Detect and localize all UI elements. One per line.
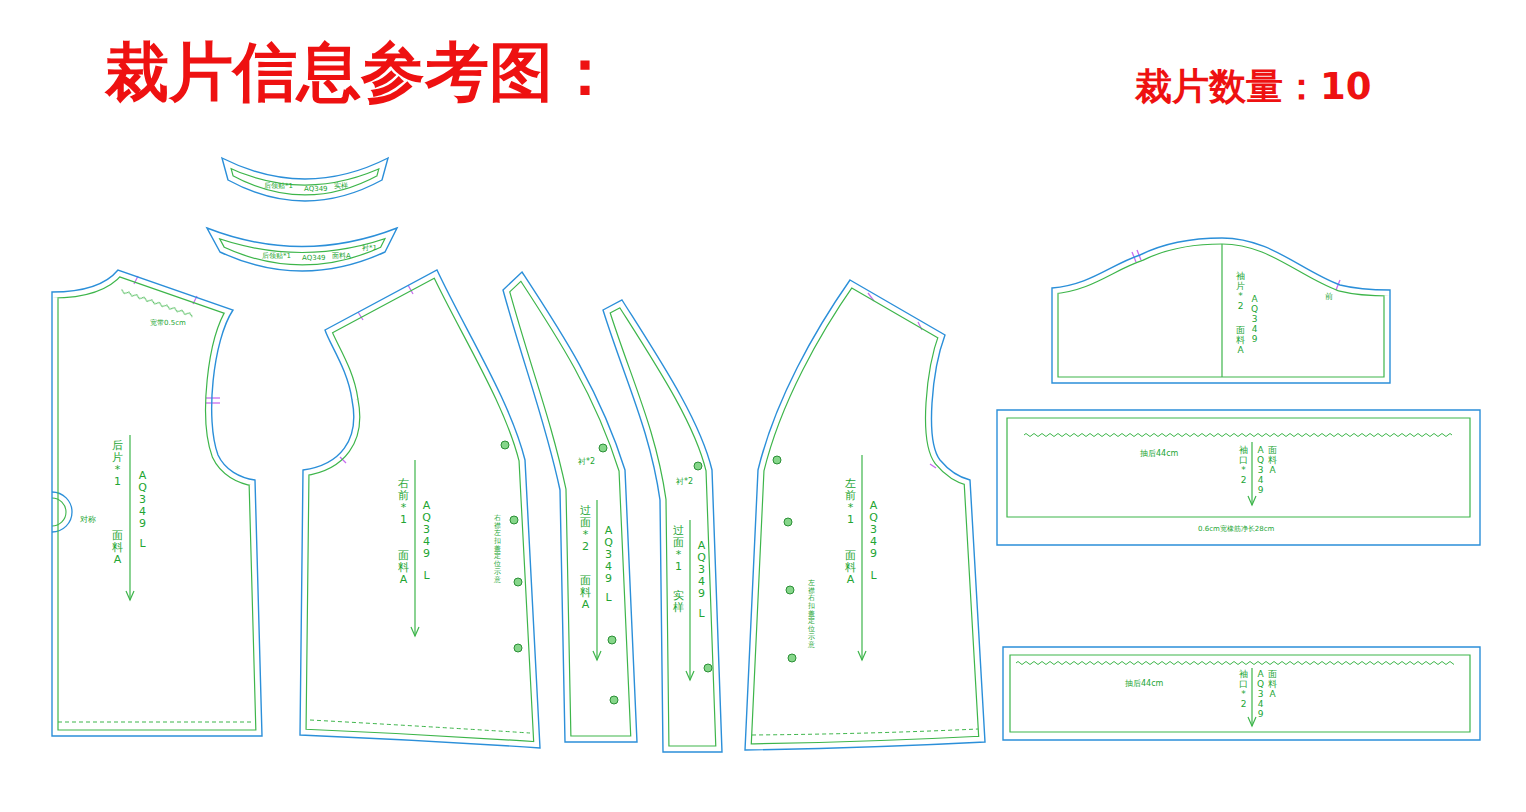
cut-line [207,228,397,271]
seam-line [1007,418,1470,517]
pattern-outline [44,262,270,744]
piece-label: 右襟左扣盖定位示意 [494,515,501,584]
seam-line [739,274,991,756]
grain-arrow [1248,496,1256,505]
cut-line [52,270,262,736]
piece-label: 实样 [334,183,348,190]
seam-line [739,274,991,756]
piece-label: AQ349 [868,500,879,560]
pattern-outline [739,274,991,756]
grain-arrow [1248,717,1256,726]
pattern-piece: 右前*1 AQ349L 面料A 右襟左扣盖定位示意 [294,262,546,754]
piece-label: 袖口*2 [1239,670,1248,710]
pattern-piece: 前 袖片*2AQ349 面料A [1046,232,1396,389]
pattern-outline [596,294,728,758]
seam-line [294,262,546,754]
pattern-piece: 衬*2 过面*1 AQ349L 实样 [596,294,728,758]
seam-line [212,150,396,208]
piece-label: AQ349 [1256,446,1265,495]
gathering-wave [1016,660,1454,666]
piece-label: 宽带0.5cm [150,320,186,327]
piece-label: 面料A [112,530,123,566]
piece-label: 面料A [1268,446,1277,476]
piece-label: 面料A [845,550,856,586]
pattern-outline [1046,232,1396,389]
piece-label: L [868,570,879,582]
grain-line [1251,668,1252,726]
seam-line [44,262,270,744]
pattern-outline [212,150,396,208]
piece-label: 面料A [1268,670,1277,700]
seam-line [1046,232,1396,389]
piece-label: 袖口*2 [1239,446,1248,486]
grain-line [1251,442,1252,505]
piece-label: 后片*1 [112,440,123,488]
piece-label: 袖片*2 [1236,272,1245,312]
piece-label: AQ349 [1256,670,1265,719]
pattern-piece: 后领贴*1 AQ349 实样 [212,150,396,208]
cut-line [997,410,1480,545]
piece-label: 左前*1 [845,478,856,526]
piece-label: 抽后44cm [1125,680,1163,688]
seam-line [1046,232,1396,389]
piece-label: 左襟右扣盖定位示意 [808,580,815,649]
piece-label: 衬*1 [362,245,377,252]
piece-label: 衬*2 [578,458,595,466]
piece-label: 面料A [580,575,591,611]
piece-label: AQ349 [421,500,432,560]
seam-line [596,294,728,758]
seam-line [294,262,546,754]
piece-label: 0.6cm宽橡筋净长28cm [1198,526,1274,533]
piece-label: 抽后44cm [1140,450,1178,458]
cut-line [222,158,388,201]
piece-label: 后领贴*1 [262,253,291,260]
cut-line [300,270,540,748]
pattern-piece: 抽后44cm 袖口*2 AQ349面料A [998,642,1485,745]
piece-label: L [696,608,707,620]
seam-line [202,210,402,280]
seam-line [44,262,270,744]
seam-line [596,294,728,758]
seam-line [212,150,396,208]
piece-label: 对称 [80,516,96,524]
piece-label: 实样 [673,590,684,614]
piece-label: AQ349 [137,470,148,530]
piece-label: AQ349 [696,540,707,600]
piece-label: 面料A [398,550,409,586]
pattern-piece: 后领贴*1 AQ349 面料A 衬*1 [202,210,402,280]
piece-label: AQ349 [304,186,328,193]
piece-label: 面料A [332,253,351,260]
piece-label: L [603,592,614,604]
seam-line [1010,655,1470,732]
piece-label: AQ349 [302,255,326,262]
gathering-wave [1024,432,1452,438]
piece-label: L [137,538,148,550]
cut-line [1052,238,1390,383]
cut-line [745,280,985,750]
cut-line [603,300,722,752]
pattern-piece: 抽后44cm 袖口*2 AQ349面料A 0.6cm宽橡筋净长28cm [992,405,1485,550]
pattern-piece: 左前*1 AQ349L 面料A 左襟右扣盖定位示意 [739,274,991,756]
pattern-piece: 宽带0.5cm 后片*1AQ349 面料A L 对称 [44,262,270,744]
piece-label: 后领贴*1 [264,183,293,190]
piece-label: AQ349 [603,525,614,585]
seam-line [202,210,402,280]
piece-label: 衬*2 [676,478,693,486]
piece-label: 前 [1325,293,1333,301]
piece-label: L [421,570,432,582]
page-title: 裁片信息参考图： [105,40,617,104]
piece-label: 右前*1 [398,478,409,526]
piece-count: 裁片数量：10 [1135,68,1372,105]
piece-label: 过面*1 [673,525,684,573]
piece-label: 面料A [1236,326,1245,356]
cut-line [1003,647,1480,740]
pattern-outline [294,262,546,754]
piece-label: AQ349 [1250,295,1259,344]
piece-label: 过面*2 [580,505,591,553]
